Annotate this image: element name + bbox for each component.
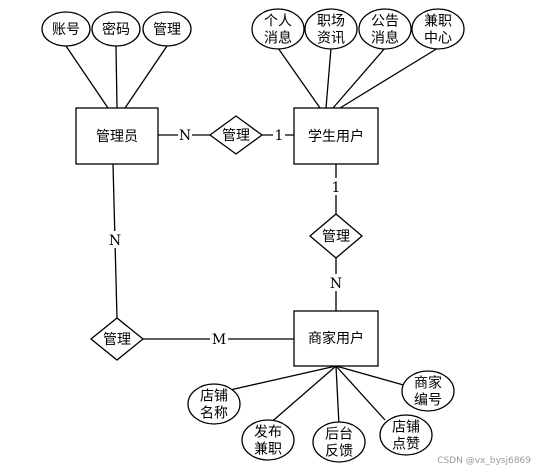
cardinality-admin-merchant-m: M [212, 332, 226, 348]
cardinality-admin-student-n: N [179, 128, 191, 144]
cardinality-admin-student-1: 1 [275, 128, 284, 144]
attribute-label: 后台 [325, 427, 353, 443]
entity-merchant[interactable]: 商家用户 [293, 310, 379, 367]
entity-merchant-label: 商家用户 [308, 330, 364, 347]
cardinality-labels: N 1 1 N N M [108, 126, 343, 348]
attribute-label: 反馈 [325, 444, 353, 460]
attribute-label: 消息 [371, 30, 399, 47]
line-merchant-shop-name [229, 365, 337, 391]
attributes-admin: 账号 密码 管理 [41, 11, 192, 47]
line-admin-password [115, 45, 118, 109]
line-merchant-post-job [267, 365, 337, 426]
attribute-admin-password[interactable]: 密码 [91, 11, 141, 47]
cardinality-admin-merchant-n: N [109, 233, 121, 249]
attribute-label: 商家 [414, 375, 442, 392]
relationship-student-merchant[interactable]: 管理 [308, 213, 364, 259]
entity-admin-label: 管理员 [96, 129, 138, 145]
attribute-ellipse [41, 11, 91, 47]
cardinality-student-merchant-n: N [330, 276, 342, 292]
relationship-admin-student-label: 管理 [222, 128, 250, 144]
attribute-label: 名称 [200, 406, 228, 422]
attribute-label: 账号 [52, 22, 80, 38]
relationship-admin-merchant-label: 管理 [103, 332, 131, 348]
attribute-label: 职场 [317, 14, 345, 30]
entity-admin[interactable]: 管理员 [75, 107, 159, 165]
attribute-label: 编号 [414, 393, 442, 409]
line-merchant-shop-like [335, 365, 386, 421]
attribute-ellipse [379, 414, 433, 456]
attribute-label: 消息 [264, 30, 292, 47]
attribute-ellipse [401, 370, 455, 412]
attribute-label: 公告 [371, 14, 399, 30]
entity-student-label: 学生用户 [308, 128, 364, 145]
watermark: CSDN @vx_bysj6869 [437, 456, 531, 466]
line-student-notice-msg [332, 47, 386, 109]
attribute-label: 点赞 [392, 437, 420, 453]
attribute-label: 店铺 [392, 420, 420, 436]
attribute-admin-account[interactable]: 账号 [41, 11, 91, 47]
attribute-label: 密码 [102, 21, 130, 38]
relationship-admin-merchant[interactable]: 管理 [89, 317, 145, 361]
attribute-ellipse [304, 8, 358, 50]
entity-student[interactable]: 学生用户 [293, 107, 379, 165]
attribute-label: 个人 [264, 14, 292, 30]
attribute-ellipse [241, 419, 295, 461]
attribute-label: 发布 [254, 425, 282, 441]
line-student-career-news [325, 47, 332, 109]
attribute-admin-manage[interactable]: 管理 [142, 11, 192, 47]
attribute-label: 资讯 [317, 31, 345, 47]
attribute-ellipse [187, 383, 241, 425]
attribute-label: 店铺 [200, 389, 228, 405]
attribute-label: 中心 [424, 31, 452, 47]
attribute-label: 管理 [153, 22, 181, 38]
attribute-ellipse [91, 11, 141, 47]
attribute-ellipse [312, 421, 366, 463]
cardinality-student-merchant-1: 1 [332, 180, 341, 196]
attribute-label: 兼职 [424, 14, 452, 30]
line-admin-manage [124, 45, 168, 109]
attribute-ellipse [411, 8, 465, 50]
line-merchant-id [335, 365, 408, 387]
line-merchant-feedback [335, 365, 340, 426]
relationship-student-merchant-label: 管理 [322, 229, 350, 245]
line-student-personal-msg [277, 47, 321, 109]
attribute-ellipse [142, 11, 192, 47]
line-admin-account [65, 45, 109, 109]
attribute-label: 兼职 [254, 442, 282, 458]
attribute-ellipse [358, 8, 412, 50]
relationship-admin-student[interactable]: 管理 [208, 115, 264, 155]
line-student-parttime-center [339, 47, 439, 109]
attribute-ellipse [251, 8, 305, 50]
